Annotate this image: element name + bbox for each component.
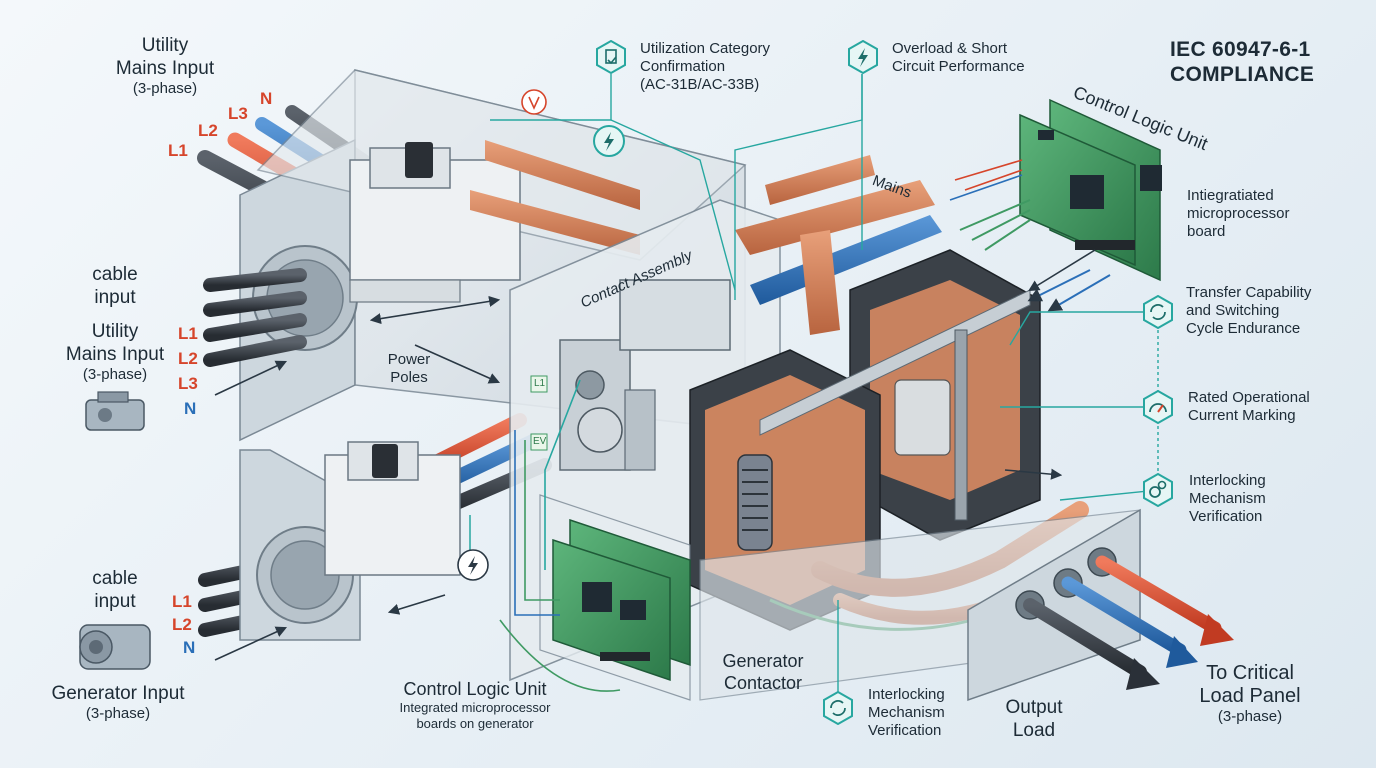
generator-input-label: Generator Input (3-phase) <box>28 682 208 723</box>
lightning-icon <box>456 548 490 582</box>
output-terminal <box>699 501 1234 702</box>
output-load-label: Output Load <box>1005 697 1063 741</box>
power-poles-label: Power Poles <box>387 351 431 386</box>
cable-input-upper-label: cable input <box>92 264 138 308</box>
wire-label-l2-top: L2 <box>198 121 218 140</box>
callout-transfer: Transfer Capability and Switching Cycle … <box>1186 284 1312 337</box>
flow-arrows <box>214 249 1096 661</box>
wire-label-l3-top: L3 <box>228 104 248 123</box>
control-logic-pcb-top <box>949 98 1162 312</box>
critical-load-phase: (3-phase) <box>1217 708 1283 725</box>
utility-input-top-label: Utility Mains Input (3-phase) <box>95 34 235 98</box>
generator-engine-icon <box>85 391 145 431</box>
compliance-title: IEC 60947-6-1 COMPLIANCE <box>1170 38 1315 86</box>
generator-motor-icon <box>79 624 151 670</box>
wire-label-n-mid: N <box>184 399 197 418</box>
wire-label-l1-gen: L1 <box>172 592 192 611</box>
utility-input-top-title: Utility Mains Input <box>115 35 215 79</box>
lower-enclosure <box>239 441 461 641</box>
control-logic-pcb-bottom <box>469 379 691 701</box>
utility-input-top-phase: (3-phase) <box>132 80 198 97</box>
phase-mark-first: L1 <box>534 378 546 389</box>
cable-input-lower-label: cable input <box>92 568 138 612</box>
control-logic-top-desc: Intiegratiated microprocessor board <box>1187 187 1290 240</box>
critical-load-panel-label: To Critical Load Panel (3-phase) <box>1170 662 1330 726</box>
lightning-icon <box>592 124 626 158</box>
generator-input-title: Generator Input <box>51 683 185 704</box>
wire-label-n-gen: N <box>183 638 196 657</box>
document-check-icon <box>594 39 628 75</box>
cycle-arrows-icon <box>821 690 855 726</box>
control-logic-bottom-label: Control Logic Unit Integrated microproce… <box>360 678 590 732</box>
cycle-arrows-icon <box>1141 294 1175 330</box>
callout-interlocking-right: Interlocking Mechanism Verification <box>1189 472 1266 525</box>
wire-label-n-top: N <box>260 89 273 108</box>
wire-label-l3-mid: L3 <box>178 374 198 393</box>
callout-rated-current: Rated Operational Current Marking <box>1188 389 1310 424</box>
lightning-icon <box>846 39 880 75</box>
utility-input-mid-title: Utility Mains Input <box>65 321 165 365</box>
control-logic-bottom-title: Control Logic Unit <box>403 679 547 699</box>
gauge-icon <box>1141 389 1175 425</box>
wire-label-l2-gen: L2 <box>172 615 192 634</box>
generator-input-phase: (3-phase) <box>85 705 151 722</box>
wire-label-l1-mid: L1 <box>178 324 198 343</box>
gears-icon <box>1141 472 1175 508</box>
control-logic-bottom-desc: Integrated microprocessor boards on gene… <box>399 700 551 731</box>
callout-interlocking-bottom: Interlocking Mechanism Verification <box>868 686 945 739</box>
generator-contactor-label: Generator Contactor <box>722 651 804 693</box>
main-busbars <box>735 155 942 335</box>
utility-input-mid-label: Utility Mains Input (3-phase) <box>45 320 185 384</box>
callout-overload: Overload & Short Circuit Performance <box>892 40 1025 75</box>
wire-label-l1-top: L1 <box>168 141 188 160</box>
phase-mark-second: EV <box>533 436 547 447</box>
voltage-icon <box>520 88 548 116</box>
utility-input-mid-phase: (3-phase) <box>82 366 148 383</box>
wire-label-l2-mid: L2 <box>178 349 198 368</box>
critical-load-title: To Critical Load Panel <box>1199 662 1301 707</box>
callout-leaders <box>490 74 1159 708</box>
callout-utilization: Utilization Category Confirmation (AC-31… <box>640 40 771 93</box>
